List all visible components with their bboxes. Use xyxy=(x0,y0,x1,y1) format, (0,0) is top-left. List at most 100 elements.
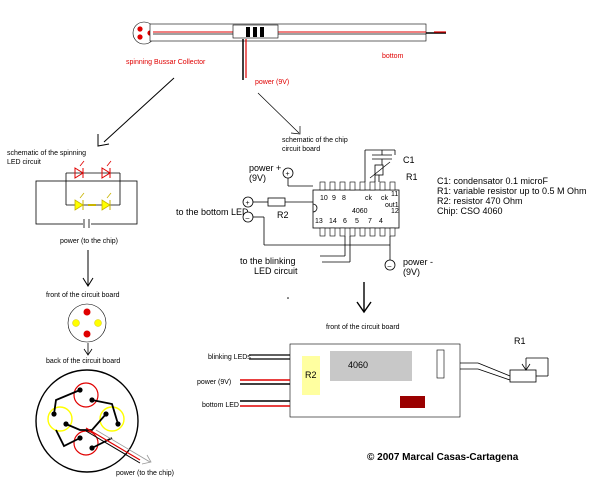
minus-sign: – xyxy=(246,215,250,222)
arrow-head xyxy=(356,301,372,314)
power-plus-label: power + xyxy=(249,163,281,173)
wire xyxy=(477,368,511,381)
pin-label: ck xyxy=(381,195,389,202)
chip-pin xyxy=(389,227,396,237)
pin-label: 12 xyxy=(391,208,399,215)
chip-pin xyxy=(369,227,376,237)
r2-board-label: R2 xyxy=(305,370,317,380)
pin-label: out1 xyxy=(385,202,399,209)
r1-arrow xyxy=(369,161,391,179)
arrow-to-spinning xyxy=(103,77,175,143)
r1-external-label: R1 xyxy=(514,336,526,346)
chip-component xyxy=(330,351,412,381)
chip-pin xyxy=(369,181,376,191)
chip-pin xyxy=(319,227,326,237)
chip-pin xyxy=(329,181,336,191)
back-board-label: back of the circuit board xyxy=(46,358,120,365)
pin-label: ck xyxy=(365,195,373,202)
chip-board-label: 4060 xyxy=(348,360,368,370)
power-wire xyxy=(85,430,141,464)
plus-sign: + xyxy=(286,171,290,178)
chip-pin xyxy=(349,227,356,237)
power-plus-label: (9V) xyxy=(249,173,266,183)
pin-label: 8 xyxy=(342,195,346,202)
chip-notch xyxy=(312,203,318,213)
pin-label: 4 xyxy=(379,218,383,225)
blinking-label: LED circuit xyxy=(254,266,298,276)
chip-pin xyxy=(319,181,326,191)
light-ray xyxy=(79,192,85,199)
stray-dot xyxy=(287,297,289,299)
red-led-symbol xyxy=(101,167,111,179)
collector-dot xyxy=(137,26,143,32)
trace xyxy=(65,413,107,431)
red-led-symbol xyxy=(74,167,84,179)
top-assembly: spinning Bussar Collector bottom power (… xyxy=(126,21,446,86)
led-outline-yellow xyxy=(47,406,73,432)
chip-pin xyxy=(339,227,346,237)
arrow-head xyxy=(521,363,531,371)
r2-resistor xyxy=(267,197,286,207)
trace xyxy=(55,429,81,448)
bottom-led-label: to the bottom LED xyxy=(176,207,249,217)
yellow-led-symbol xyxy=(101,199,111,211)
c1-label: C1 xyxy=(403,155,415,165)
light-ray xyxy=(106,160,112,167)
r1-external xyxy=(509,369,537,383)
arrow-out xyxy=(95,429,151,463)
spinning-schematic-title: LED circuit xyxy=(7,159,41,166)
spinning-circuit-loop xyxy=(35,180,138,225)
chip-pin xyxy=(359,181,366,191)
power-label: power (9V) xyxy=(255,79,289,86)
collector-dot xyxy=(137,34,143,40)
brush xyxy=(253,27,257,37)
chip-schematic: schematic of the chip circuit board powe… xyxy=(176,137,433,277)
chip-board-front: front of the circuit board R2 4060 blink… xyxy=(197,324,549,418)
arrow-head xyxy=(82,277,94,287)
chip-pin xyxy=(359,227,366,237)
legend-r2: R2: resistor 470 Ohm xyxy=(437,196,523,206)
power-to-chip-label: power (to the chip) xyxy=(116,470,174,477)
light-ray xyxy=(79,160,85,167)
r1-label: R1 xyxy=(406,172,418,182)
minus-sign: – xyxy=(388,263,392,270)
pin-label: 11 xyxy=(391,191,398,198)
pin-label: 5 xyxy=(355,218,359,225)
arrow-to-chip xyxy=(257,92,300,134)
pin-label: 14 xyxy=(329,218,337,225)
r2-label: R2 xyxy=(277,210,289,220)
trace xyxy=(91,399,119,425)
r1-variable-resistor xyxy=(374,164,384,176)
chip-pin xyxy=(379,227,386,237)
pin-label: 13 xyxy=(315,218,323,225)
arrow-head xyxy=(141,454,152,465)
led-dot-red xyxy=(83,308,91,316)
chip-schematic-title: circuit board xyxy=(282,146,320,153)
trace xyxy=(53,389,81,415)
back-board: power (to the chip) xyxy=(35,369,174,477)
power-minus-label: power - xyxy=(403,257,433,267)
legend-c1: C1: condensator 0.1 microF xyxy=(437,176,549,186)
power-wire xyxy=(85,427,141,461)
chip-pin xyxy=(389,181,396,191)
arrow-head xyxy=(290,126,301,135)
power-minus-label: (9V) xyxy=(403,267,420,277)
pin-label: 7 xyxy=(368,218,372,225)
chip-pin xyxy=(329,227,336,237)
trace xyxy=(91,437,113,449)
brush xyxy=(260,27,264,37)
front-board-label: front of the circuit board xyxy=(46,292,120,299)
spinning-schematic-title: schematic of the spinning xyxy=(7,150,86,157)
led-dot-red xyxy=(83,330,91,338)
r1-component xyxy=(436,349,445,379)
led-dot-yellow xyxy=(72,319,80,327)
power-minus-terminal xyxy=(384,259,396,271)
light-ray xyxy=(106,192,112,199)
power-board-label: power (9V) xyxy=(197,379,231,386)
brush xyxy=(246,27,250,37)
copyright: © 2007 Marcal Casas-Cartagena xyxy=(367,452,519,463)
chip-pin xyxy=(349,181,356,191)
spinning-led-schematic: schematic of the spinning LED circuit po… xyxy=(7,150,138,245)
